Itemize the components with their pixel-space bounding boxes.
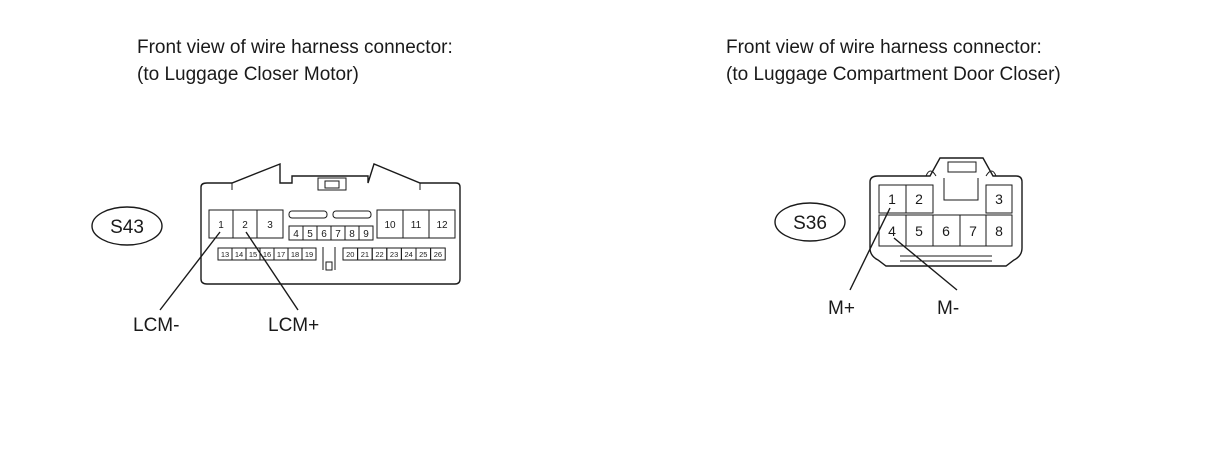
pin-label: 4 bbox=[293, 229, 299, 240]
pin-cavity bbox=[430, 247, 446, 261]
pin-label: 5 bbox=[915, 223, 923, 239]
leader-line-lcm-plus bbox=[245, 231, 299, 311]
connector-s43: S43 1 2 3 4 5 6 7 bbox=[91, 162, 461, 336]
pin-cavity bbox=[301, 247, 317, 261]
pin-cavity bbox=[256, 209, 284, 239]
pin-cavity bbox=[905, 184, 934, 214]
pin-label: 22 bbox=[375, 250, 383, 259]
connector-id-oval bbox=[774, 202, 846, 242]
key-slot bbox=[332, 210, 372, 219]
center-key bbox=[322, 247, 336, 271]
pin-label: 14 bbox=[235, 250, 243, 259]
connector-housing bbox=[200, 162, 461, 285]
pin-cavity bbox=[985, 184, 1013, 214]
signal-label-lcm-minus: LCM- bbox=[133, 315, 179, 336]
pin-label: 7 bbox=[335, 229, 341, 240]
pin-label: 6 bbox=[321, 229, 327, 240]
pin-label: 16 bbox=[263, 250, 271, 259]
pin-group-4-9: 4 5 6 7 8 9 bbox=[288, 225, 374, 241]
leader-line-m-minus bbox=[893, 237, 958, 291]
latch-inner bbox=[324, 180, 340, 189]
pin-label: 17 bbox=[277, 250, 285, 259]
pin-label: 1 bbox=[218, 220, 224, 231]
pin-label: 2 bbox=[915, 191, 923, 207]
key-slot bbox=[288, 210, 328, 219]
left-caption-line1: Front view of wire harness connector: bbox=[137, 37, 453, 58]
pin-cavity bbox=[985, 214, 1013, 247]
pin-label: 8 bbox=[995, 223, 1003, 239]
connector-id-oval bbox=[91, 206, 163, 246]
pin-group-20-26: 20 21 22 23 24 25 26 bbox=[342, 247, 446, 261]
left-caption-line2: (to Luggage Closer Motor) bbox=[137, 64, 359, 85]
pin-label: 13 bbox=[221, 250, 229, 259]
pin-group-1-3: 1 2 3 bbox=[208, 209, 284, 239]
right-caption-line1: Front view of wire harness connector: bbox=[726, 37, 1042, 58]
pin-label: 3 bbox=[267, 220, 273, 231]
pin-label: 18 bbox=[291, 250, 299, 259]
connector-id-s43: S43 bbox=[110, 217, 144, 238]
pin-label: 26 bbox=[434, 250, 442, 259]
pin-label: 21 bbox=[361, 250, 369, 259]
pin-label: 7 bbox=[969, 223, 977, 239]
pin-cavity bbox=[428, 209, 456, 239]
signal-label-m-minus: M- bbox=[937, 298, 959, 319]
pin-label: 19 bbox=[305, 250, 313, 259]
pin-group-4-8: 4 5 6 7 8 bbox=[878, 214, 1013, 247]
latch-notch bbox=[317, 177, 347, 191]
pin-label: 4 bbox=[888, 223, 896, 239]
leader-line-lcm-minus bbox=[159, 231, 221, 311]
pin-label: 23 bbox=[390, 250, 398, 259]
latch-notch bbox=[947, 161, 977, 173]
pin-label: 15 bbox=[249, 250, 257, 259]
pin-label: 5 bbox=[307, 229, 313, 240]
right-caption-line2: (to Luggage Compartment Door Closer) bbox=[726, 64, 1061, 85]
latch-hooks bbox=[925, 170, 997, 177]
right-connector-caption: Front view of wire harness connector: (t… bbox=[726, 34, 1061, 88]
pin-label: 20 bbox=[346, 250, 354, 259]
pin-label: 3 bbox=[995, 191, 1003, 207]
housing-ribs bbox=[231, 183, 421, 190]
pin-label: 8 bbox=[349, 229, 355, 240]
pin-group-13-19: 13 14 15 16 17 18 19 bbox=[217, 247, 317, 261]
leader-line-m-plus bbox=[849, 207, 891, 291]
pin-label: 10 bbox=[384, 220, 396, 231]
pin-label: 11 bbox=[411, 220, 422, 231]
connector-id-s36: S36 bbox=[793, 213, 827, 234]
signal-label-m-plus: M+ bbox=[828, 298, 855, 319]
left-connector-caption: Front view of wire harness connector: (t… bbox=[137, 34, 453, 88]
connector-housing bbox=[869, 157, 1023, 267]
pin-label: 6 bbox=[942, 223, 950, 239]
pin-label: 24 bbox=[405, 250, 413, 259]
latch-inner bbox=[943, 178, 979, 201]
pin-label: 12 bbox=[436, 220, 448, 231]
connector-s36: S36 1 2 3 4 5 6 7 8 bbox=[774, 157, 1023, 319]
pin-label: 1 bbox=[888, 191, 896, 207]
pin-group-10-12: 10 11 12 bbox=[376, 209, 456, 239]
signal-label-lcm-plus: LCM+ bbox=[268, 315, 319, 336]
pin-cavity bbox=[358, 225, 374, 241]
pin-label: 9 bbox=[363, 229, 369, 240]
pin-label: 25 bbox=[419, 250, 427, 259]
pin-label: 2 bbox=[242, 220, 248, 231]
pin-group-1-3: 1 2 3 bbox=[878, 184, 1013, 214]
